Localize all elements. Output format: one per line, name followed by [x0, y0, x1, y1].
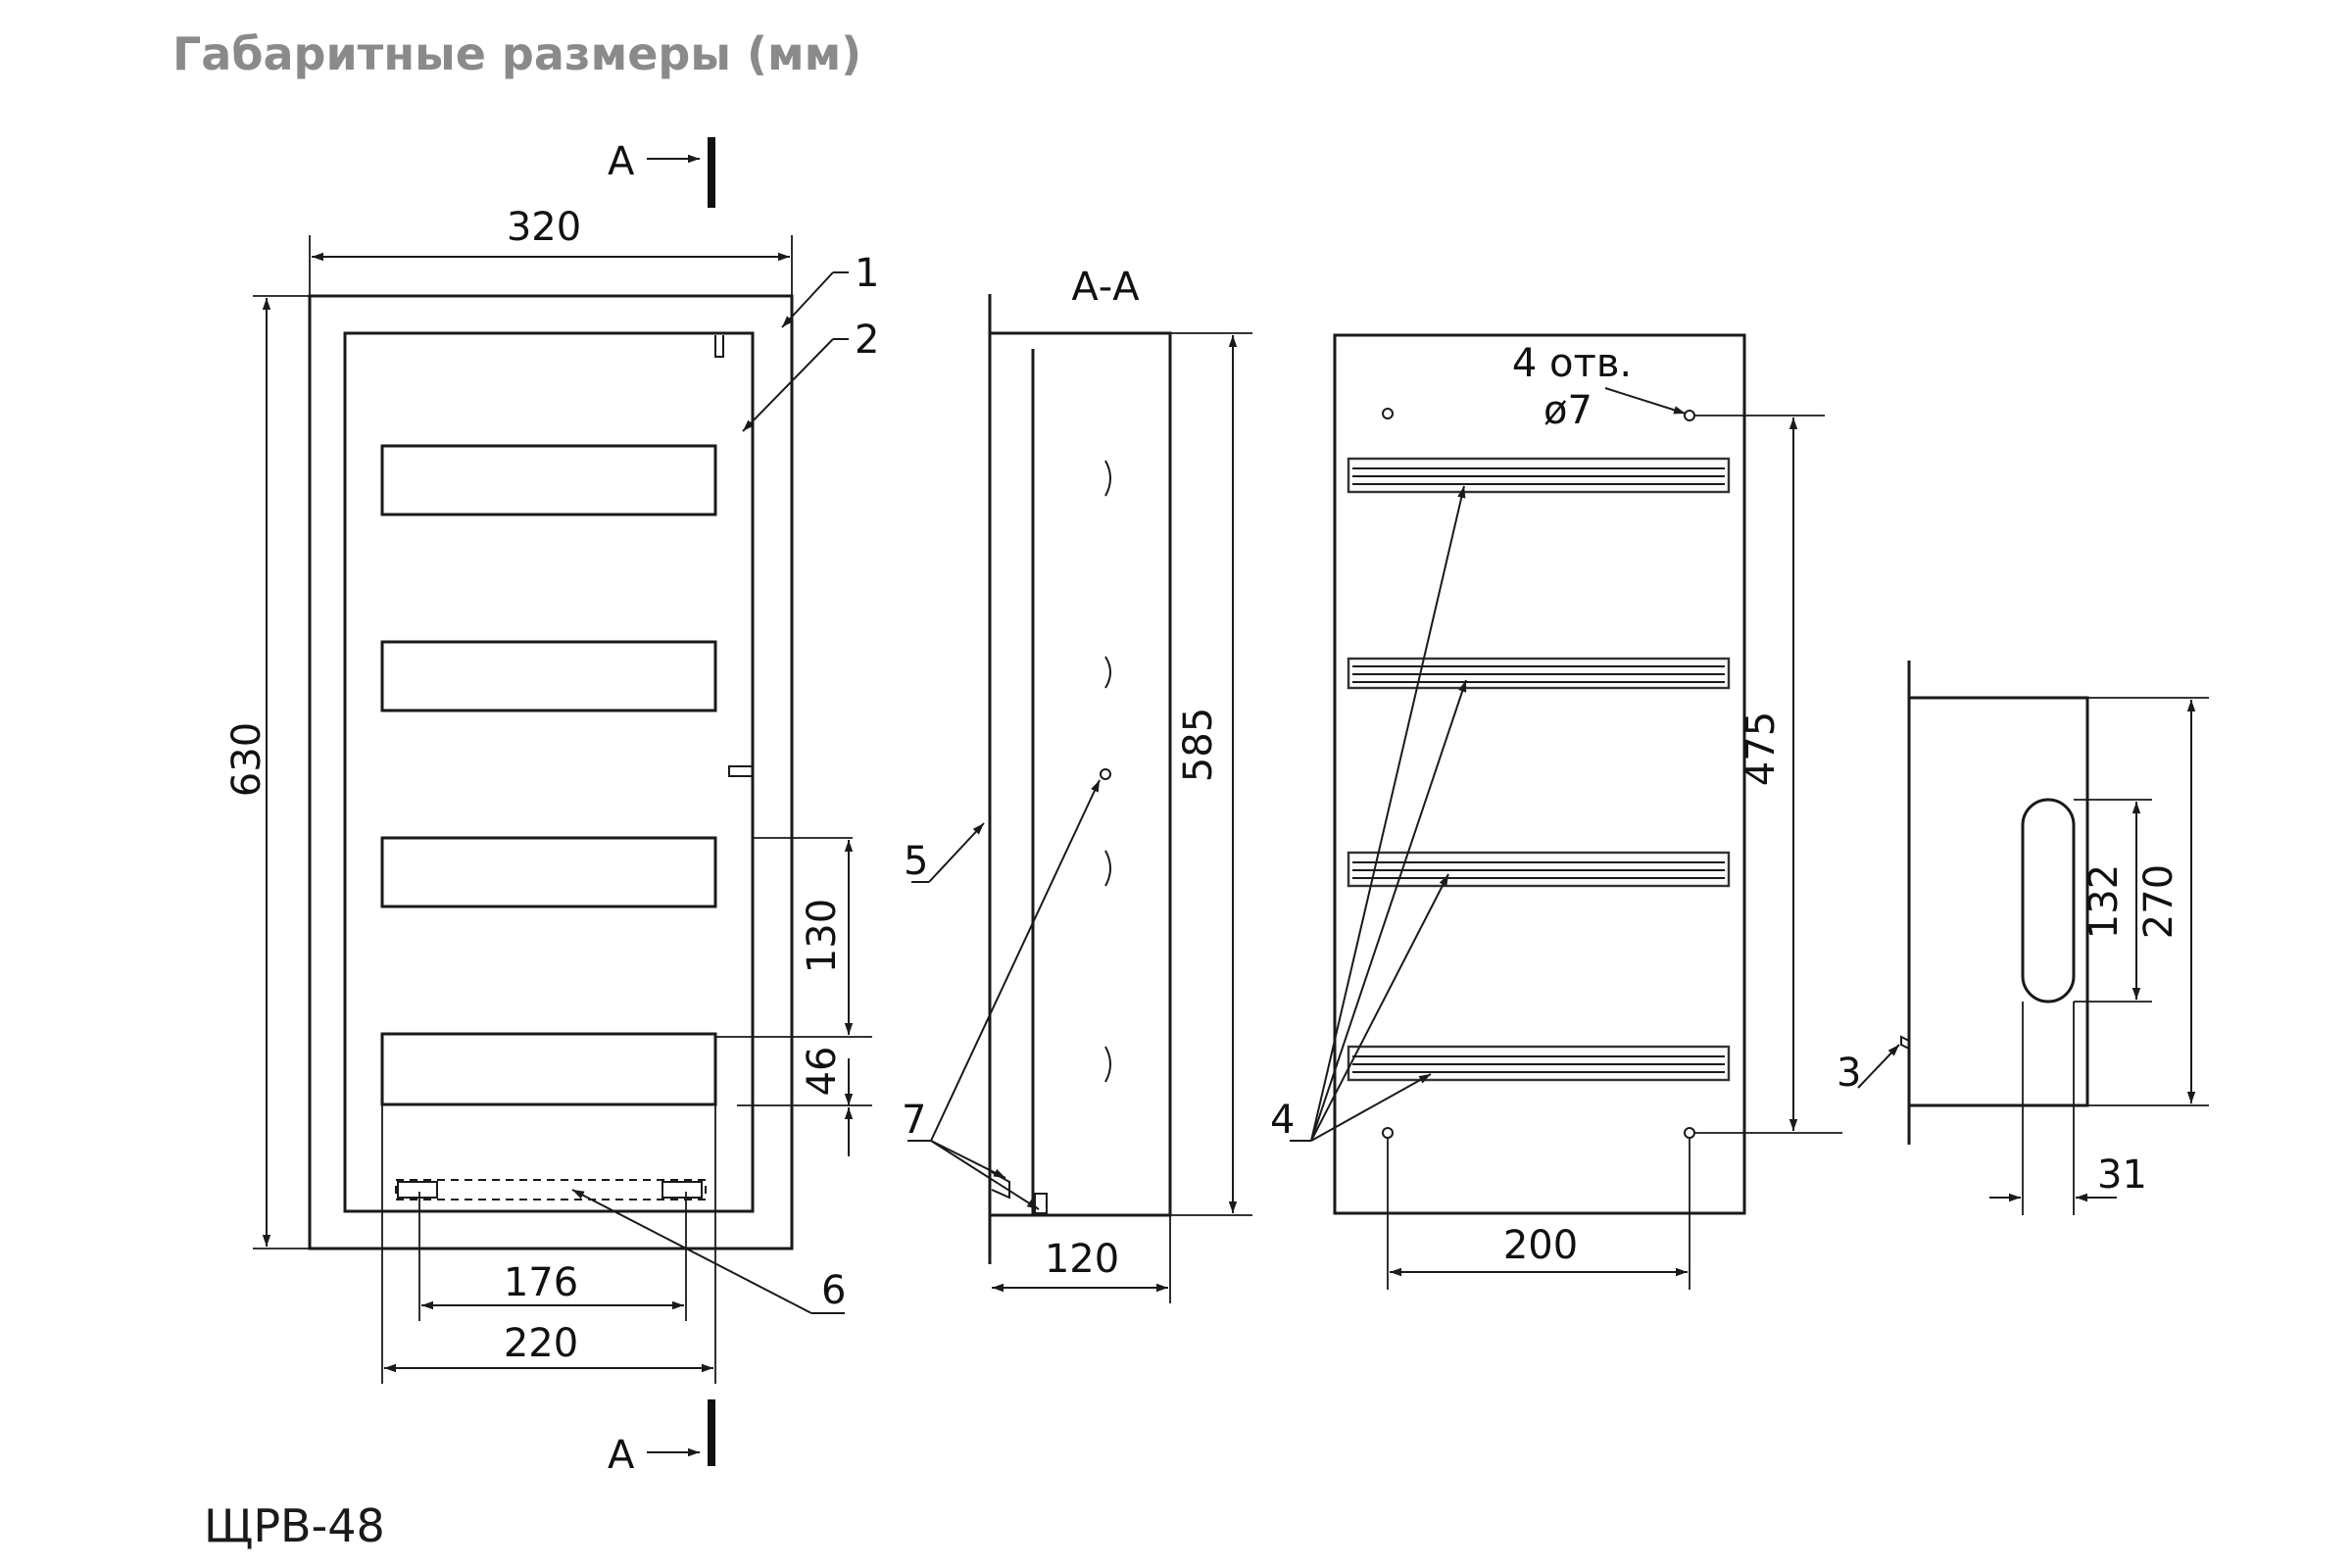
dim-module-offset: 46 [800, 1047, 845, 1097]
dim-section-height: 585 [1176, 708, 1221, 782]
dim-section-depth: 120 [1045, 1237, 1119, 1282]
page-title: Габаритные размеры (мм) [172, 27, 862, 80]
callout-3: 3 [1837, 1051, 1861, 1096]
hole-note-count: 4 отв. [1512, 341, 1632, 386]
model-label: ЩРВ-48 [204, 1499, 385, 1552]
mount-hole-bottom-left [1382, 1127, 1394, 1139]
section-label: А-А [1071, 265, 1140, 310]
module-window-3 [380, 836, 717, 908]
dim-inner-width-large: 220 [504, 1321, 578, 1366]
mount-hole-bottom-right [1684, 1127, 1695, 1139]
callout-7: 7 [902, 1098, 926, 1143]
section-mark-bottom: А [608, 1399, 715, 1478]
hole-note-diameter: ø7 [1544, 388, 1592, 433]
callout-5: 5 [904, 839, 928, 884]
callout-4: 4 [1270, 1098, 1295, 1143]
section-letter-top: А [608, 139, 635, 184]
section-view: А-А 585 120 5 7 [902, 265, 1252, 1303]
front-door [343, 331, 755, 1213]
mounting-plate [1333, 333, 1746, 1215]
din-rail-4 [1347, 1045, 1731, 1082]
dim-inner-width-small: 176 [504, 1260, 578, 1305]
dim-module-pitch: 130 [800, 899, 845, 973]
section-body [988, 331, 1172, 1217]
dim-front-width: 320 [507, 205, 581, 250]
dim-slot-offset: 31 [2097, 1152, 2147, 1198]
side-view: 270 132 31 3 [1837, 661, 2209, 1215]
din-rail-1 [1347, 457, 1731, 494]
din-rail-3 [1347, 851, 1731, 888]
din-rail-2 [1347, 657, 1731, 690]
side-body [1907, 696, 2089, 1107]
module-window-2 [380, 640, 717, 712]
section-letter-bottom: А [608, 1433, 635, 1478]
dim-slot-height: 132 [2082, 864, 2127, 939]
front-view: 320 630 130 46 176 220 1 2 6 [224, 205, 879, 1384]
mount-hole-top-left [1382, 408, 1394, 419]
callout-6: 6 [821, 1268, 846, 1313]
mount-hole-top-right [1684, 410, 1695, 421]
section-mark-top: А [608, 137, 715, 208]
dim-side-height: 270 [2136, 864, 2181, 939]
module-window-1 [380, 444, 717, 516]
module-window-4 [380, 1032, 717, 1106]
mounting-view: 4 отв. ø7 475 200 4 [1270, 333, 1842, 1290]
side-slot [2021, 798, 2076, 1004]
dim-hole-pitch-horizontal: 200 [1503, 1223, 1578, 1268]
callout-1: 1 [855, 251, 879, 296]
front-frame [308, 294, 794, 1250]
callout-2: 2 [855, 318, 879, 363]
dim-hole-pitch-vertical: 475 [1739, 711, 1784, 786]
dim-front-height: 630 [224, 722, 270, 797]
